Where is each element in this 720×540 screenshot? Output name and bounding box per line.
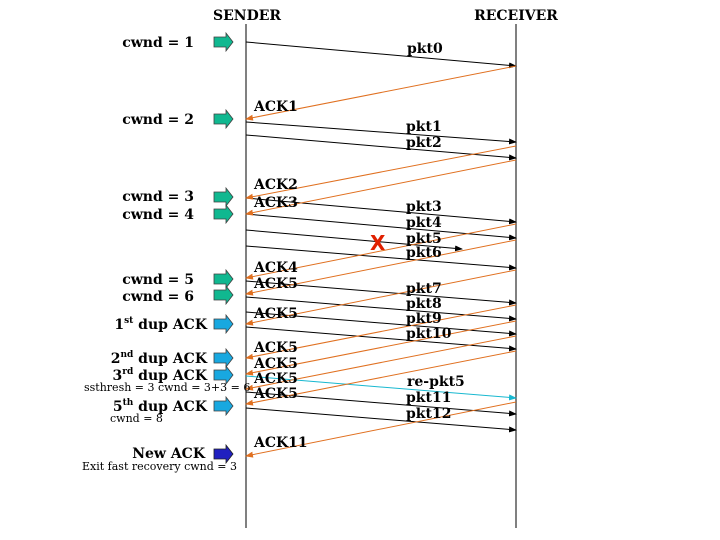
loss-marker: X <box>370 231 386 255</box>
pkt4-label: pkt4 <box>406 215 442 231</box>
pkt5-label: pkt5 <box>406 231 442 247</box>
pkt7-label: pkt7 <box>406 281 442 297</box>
pkt6-line <box>245 245 517 271</box>
event-arrows <box>213 31 234 465</box>
dup-ack-1-arrow-icon <box>213 313 234 335</box>
pkt5-line <box>245 229 463 252</box>
ack3-line <box>245 159 517 216</box>
dup-ack-3-label: 3rd dup ACK <box>113 367 208 384</box>
packet-labels: pkt0 pkt1 pkt2 pkt3 pkt4 pkt5 pkt6 pkt7 … <box>406 41 465 422</box>
cwnd-1-label: cwnd = 1 <box>122 35 194 51</box>
pkt2-label: pkt2 <box>406 135 442 151</box>
ack-labels: ACK1 ACK2 ACK3 ACK4 ACK5 ACK5 ACK5 ACK5 … <box>253 99 308 451</box>
cwnd-2-label: cwnd = 2 <box>122 112 194 128</box>
ack1-line <box>245 65 517 121</box>
cwnd-6-label: cwnd = 6 <box>122 289 194 305</box>
cwnd-5-label: cwnd = 5 <box>122 272 194 288</box>
pkt12-label: pkt12 <box>406 406 451 422</box>
ack2-line <box>245 145 517 200</box>
dup-ack-3-arrow-icon <box>213 364 234 386</box>
cwnd-6-arrow-icon <box>213 284 234 306</box>
dup-ack-2-label: 2nd dup ACK <box>111 350 208 367</box>
cwnd-3-label: cwnd = 3 <box>122 189 194 205</box>
receiver-header: RECEIVER <box>474 8 558 24</box>
ack5e-label: ACK5 <box>253 371 298 387</box>
cwnd-2-arrow-icon <box>213 108 234 130</box>
pkt8-line <box>245 296 517 322</box>
new-ack-label: New ACK <box>132 446 206 462</box>
pkt4-line <box>245 213 517 241</box>
pkt2-line <box>245 134 517 161</box>
ack5d-label: ACK5 <box>253 356 298 372</box>
ack5f-line <box>245 350 517 406</box>
ack4-label: ACK4 <box>253 260 298 276</box>
pkt3-line <box>245 197 517 225</box>
ack2-label: ACK2 <box>253 177 298 193</box>
pkt3-label: pkt3 <box>406 199 442 215</box>
dup-ack-2-arrow-icon <box>213 347 234 369</box>
ack5c-label: ACK5 <box>253 340 298 356</box>
ack11-label: ACK11 <box>253 435 308 451</box>
dup-ack-5-label: 5th dup ACK <box>113 398 208 415</box>
dup-ack-1-label: 1st dup ACK <box>114 316 207 333</box>
pkt11-label: pkt11 <box>406 390 451 406</box>
pkt1-line <box>245 121 517 145</box>
ack5a-label: ACK5 <box>253 276 298 292</box>
ack5a-line <box>245 239 517 296</box>
pkt0-line <box>245 41 517 69</box>
ack-lines <box>245 65 517 458</box>
pkt1-label: pkt1 <box>406 119 442 135</box>
cwnd-4-label: cwnd = 4 <box>122 207 194 223</box>
dup-ack-5-arrow-icon <box>213 395 234 417</box>
exit-fast-recovery-note: Exit fast recovery cwnd = 3 <box>82 460 237 473</box>
cwnd-3-arrow-icon <box>213 186 234 208</box>
ack5f-label: ACK5 <box>253 386 298 402</box>
ack5b-line <box>245 269 517 326</box>
cwnd-4-arrow-icon <box>213 203 234 225</box>
pkt6-label: pkt6 <box>406 245 442 261</box>
new-ack-arrow-icon <box>213 443 234 465</box>
sender-event-labels: cwnd = 1 cwnd = 2 cwnd = 3 cwnd = 4 cwnd… <box>111 35 208 462</box>
pkt8-label: pkt8 <box>406 296 442 312</box>
cwnd-8-note: cwnd = 8 <box>110 412 163 425</box>
pkt9-label: pkt9 <box>406 311 442 327</box>
sender-header: SENDER <box>213 8 281 24</box>
pkt12-line <box>245 407 517 433</box>
pkt10-label: pkt10 <box>406 326 452 342</box>
ack3-label: ACK3 <box>253 195 298 211</box>
re-pkt5-label: re-pkt5 <box>407 374 465 390</box>
ssthresh-note: ssthresh = 3 cwnd = 3+3 = 6 <box>84 381 250 394</box>
ack5c-line <box>245 304 517 360</box>
ack11-line <box>245 401 517 458</box>
ack5b-label: ACK5 <box>253 306 298 322</box>
ack5e-line <box>245 335 517 391</box>
cwnd-1-arrow-icon <box>213 31 234 53</box>
cwnd-5-arrow-icon <box>213 268 234 290</box>
notes: ssthresh = 3 cwnd = 3+3 = 6 cwnd = 8 Exi… <box>82 381 250 473</box>
ack1-label: ACK1 <box>253 99 298 115</box>
pkt0-label: pkt0 <box>407 41 443 57</box>
ack4-line <box>245 223 517 280</box>
ack5d-line <box>245 320 517 376</box>
